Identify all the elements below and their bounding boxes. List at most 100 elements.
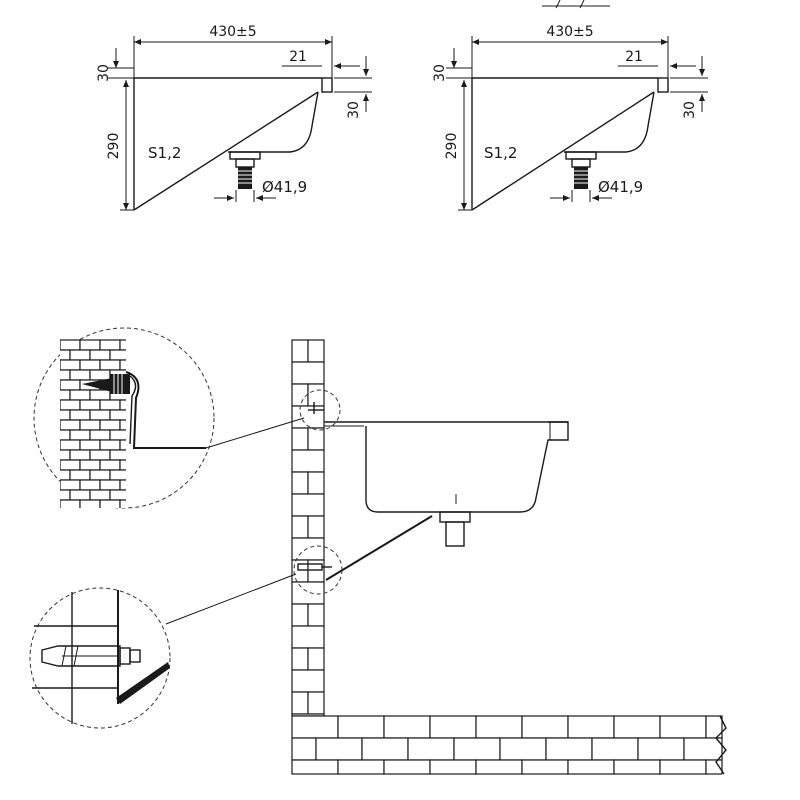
detail-marker-top (299, 389, 341, 431)
wall-brick (307, 427, 325, 451)
floor-brick (613, 715, 661, 739)
floor-brick (337, 715, 385, 739)
detail-brick (89, 449, 111, 461)
detail-brick (99, 459, 121, 471)
wall-brick (307, 647, 325, 671)
detail-brick (69, 369, 91, 381)
detail-brick (99, 399, 121, 411)
wall-brick (307, 603, 325, 627)
wall-brick (291, 515, 309, 539)
floor-brick (659, 759, 707, 775)
detail-brick (119, 499, 126, 508)
wall-brick (291, 647, 309, 671)
detail-brick (79, 439, 101, 451)
floor-brick (291, 715, 339, 739)
floor-brick (291, 737, 317, 761)
detail-brick (119, 399, 126, 411)
detail-brick (99, 339, 121, 351)
detail-brick (89, 429, 111, 441)
detail-brick (69, 409, 91, 421)
top-thickness-dimension: 30 (96, 64, 112, 82)
floor-brick (361, 737, 409, 761)
detail-brick (119, 359, 126, 371)
wall-brick (291, 449, 325, 473)
floor-brick (429, 715, 477, 739)
floor-brick (521, 715, 569, 739)
detail-brick (99, 439, 121, 451)
wall-brick (291, 361, 325, 385)
detail-brick (60, 359, 81, 371)
floor-brick (499, 737, 547, 761)
detail-brick (60, 339, 81, 351)
wall-brick (291, 691, 309, 715)
drain-diameter-dimension: Ø41,9 (598, 178, 643, 196)
detail-brick (60, 469, 71, 481)
detail-marker-bottom (293, 545, 343, 595)
drain-diameter-dimension: Ø41,9 (262, 178, 307, 196)
detail-brick (79, 359, 101, 371)
detail-brick (60, 429, 71, 441)
floor-brick (613, 759, 661, 775)
detail-brick (60, 479, 81, 491)
detail-brick (99, 479, 121, 491)
width-dimension: 430±5 (209, 24, 256, 40)
wall-brick (291, 537, 325, 561)
detail-brick (89, 389, 111, 401)
height-dimension: 290 (444, 133, 460, 160)
wall-brick (291, 581, 325, 605)
floor-brick (383, 759, 431, 775)
brick-wall (291, 339, 325, 717)
drop-dimension: 30 (346, 101, 362, 119)
floor-brick (567, 715, 615, 739)
detail-brick (109, 449, 126, 461)
detail-brick (60, 419, 81, 431)
wall-brick (291, 471, 309, 495)
wall-brick (307, 339, 325, 363)
break-line (715, 715, 727, 775)
detail-brick (119, 439, 126, 451)
detail-brick (109, 349, 126, 361)
detail-brick (60, 499, 81, 508)
wall-brick (307, 471, 325, 495)
floor-brick (291, 759, 339, 775)
detail-brick (60, 449, 71, 461)
floor-brick (545, 737, 593, 761)
floor-brick (637, 737, 685, 761)
detail-brick (79, 339, 101, 351)
detail-brick (79, 499, 101, 508)
detail-brick (60, 459, 81, 471)
detail-brick (69, 429, 91, 441)
drain-fitting (565, 151, 597, 189)
detail-brick (60, 439, 81, 451)
lip-dimension: 21 (625, 49, 643, 65)
floor-brick (407, 737, 455, 761)
drain-fitting (229, 151, 261, 189)
wall-brick (291, 493, 325, 517)
floor-brick (475, 715, 523, 739)
wall-brick (291, 339, 309, 363)
detail-brick (69, 489, 91, 501)
installed-sink (297, 402, 569, 581)
detail-brick (119, 419, 126, 431)
wall-brick (291, 625, 325, 649)
wall-brick (291, 669, 325, 693)
floor-brick (315, 737, 363, 761)
detail-view-bottom (29, 587, 171, 729)
detail-brick (60, 399, 81, 411)
detail-brick (109, 429, 126, 441)
material-label: S1,2 (484, 144, 517, 162)
lip-dimension: 21 (289, 49, 307, 65)
detail-brick (79, 419, 101, 431)
detail-brick (69, 469, 91, 481)
detail-brick (89, 349, 111, 361)
detail-brick (69, 449, 91, 461)
detail-brick (89, 369, 111, 381)
detail-brick (60, 489, 71, 501)
detail-brick (89, 489, 111, 501)
width-dimension: 430±5 (546, 24, 593, 40)
floor-brick (521, 759, 569, 775)
wall-brick (307, 383, 325, 407)
wall-brick (291, 427, 309, 451)
floor-brick (429, 759, 477, 775)
